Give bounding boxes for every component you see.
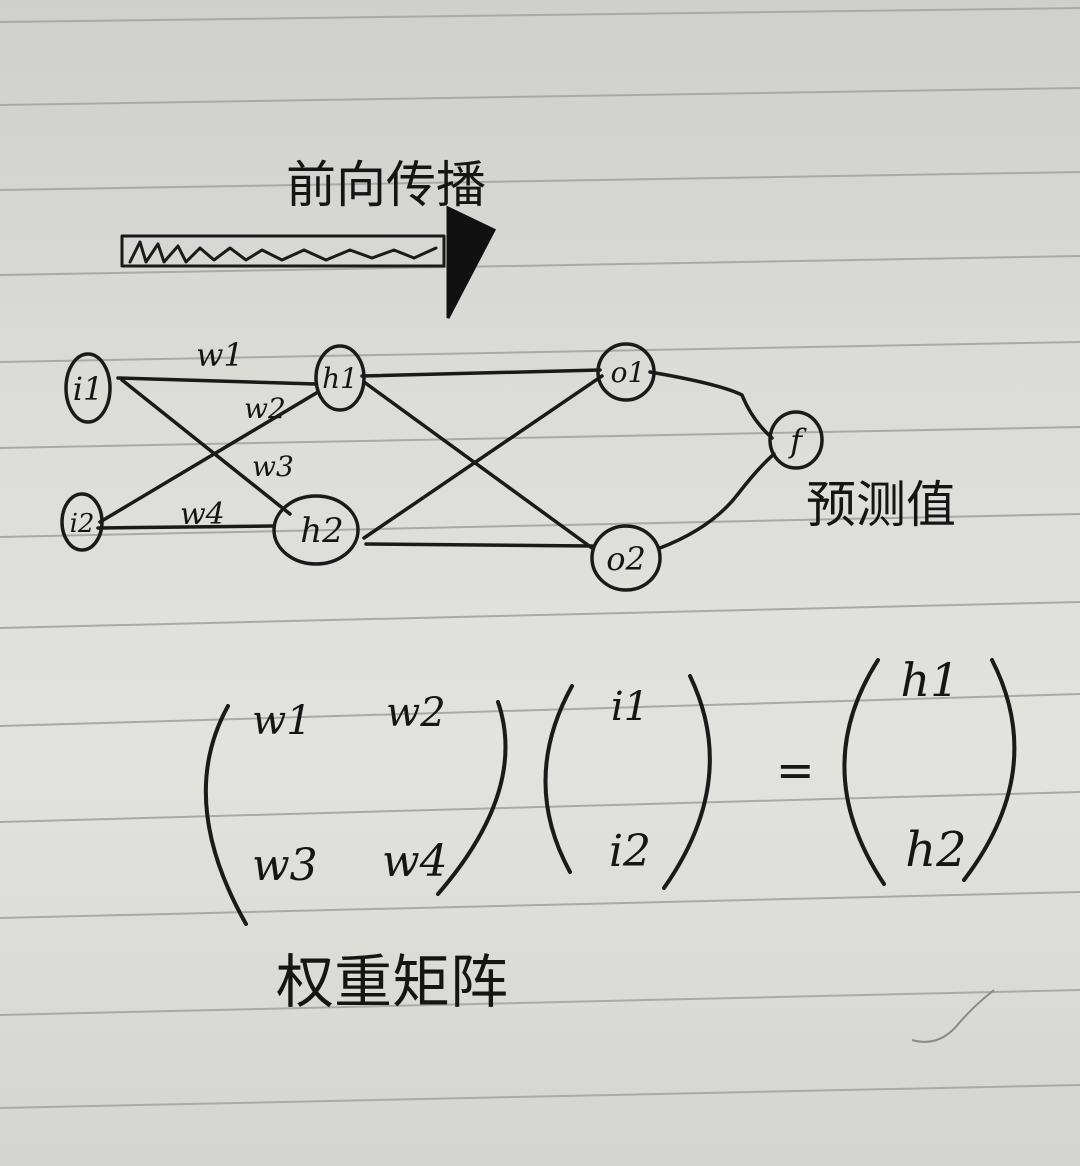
equals-sign: = — [776, 743, 815, 797]
input-vector: i1 i2 — [543, 674, 712, 890]
node-h2-label: h2 — [300, 511, 344, 551]
input-vector-i2: i2 — [609, 826, 651, 877]
matrix-caption: 权重矩阵 — [276, 948, 508, 1016]
node-h1-label: h1 — [322, 362, 358, 395]
matrix-cell-w1: w1 — [252, 698, 312, 744]
prediction-label: 预测值 — [806, 476, 956, 534]
edge-label-w4: w4 — [180, 497, 225, 532]
edge-label-w3: w3 — [252, 450, 294, 483]
title-text: 前向传播 — [286, 156, 486, 214]
ruled-lines — [0, 7, 1080, 1109]
node-f: f — [768, 410, 824, 470]
node-o2-label: o2 — [606, 540, 646, 578]
node-h1: h1 — [314, 344, 366, 412]
output-vector: h1 h2 — [842, 653, 1017, 886]
pencil-mark — [911, 989, 995, 1043]
node-i1-label: i1 — [73, 370, 104, 408]
input-vector-i1: i1 — [611, 684, 649, 730]
edge-label-w2: w2 — [244, 392, 286, 425]
node-f-label: f — [788, 422, 807, 460]
matrix-cell-w3: w3 — [252, 840, 318, 891]
node-o1-label: o1 — [611, 356, 646, 389]
node-h2: h2 — [272, 494, 360, 566]
node-i2-label: i2 — [70, 509, 95, 539]
weight-matrix: w1 w2 w3 w4 — [203, 690, 508, 926]
forward-arrow-icon — [120, 205, 497, 319]
node-i2: i2 — [60, 492, 104, 552]
edge-label-w1: w1 — [196, 336, 244, 374]
output-vector-h1: h1 — [901, 653, 960, 707]
network-edges — [96, 368, 776, 550]
node-o2: o2 — [590, 524, 662, 592]
matrix-cell-w2: w2 — [386, 690, 446, 736]
node-o1: o1 — [596, 342, 656, 402]
matrix-cell-w4: w4 — [382, 836, 448, 887]
output-vector-h2: h2 — [905, 822, 966, 878]
node-i1: i1 — [64, 352, 112, 424]
